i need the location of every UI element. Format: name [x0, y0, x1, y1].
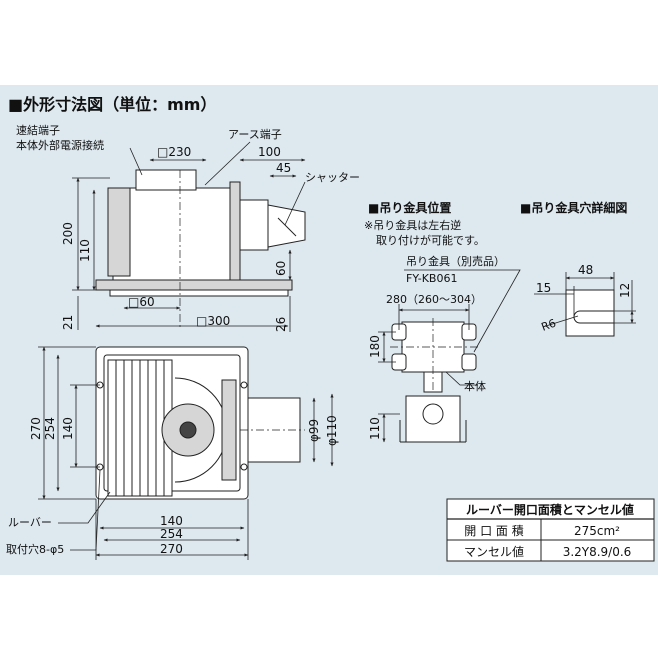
label-power-connection: 本体外部電源接続	[16, 138, 104, 152]
dim-phi110: φ110	[325, 415, 339, 446]
louver-spec-table	[446, 498, 655, 562]
louver-slats	[115, 360, 165, 496]
label-body: 本体	[464, 379, 486, 393]
hole-detail-plate	[565, 289, 615, 337]
label-shutter: シャッター	[305, 171, 360, 184]
dim-60-right: 60	[274, 261, 288, 276]
dim-230: □230	[157, 145, 191, 159]
dim-280: 280（260〜304）	[386, 293, 482, 306]
dim-48: 48	[578, 263, 593, 277]
label-mount-holes: 取付穴8-φ5	[6, 542, 64, 556]
dim-45: 45	[276, 161, 291, 175]
hanger-model: FY-KB061	[406, 272, 457, 285]
side-flange	[229, 181, 241, 281]
dim-R6: R6	[540, 317, 558, 334]
quick-terminal-box	[135, 169, 197, 191]
dim-254-vertical: 254	[43, 417, 57, 440]
hole-detail-title: ■吊り金具穴詳細図	[520, 200, 627, 215]
table-row-value: 3.2Y8.9/0.6	[563, 545, 632, 559]
dim-110: 110	[78, 239, 92, 262]
dim-21: 21	[61, 315, 75, 330]
mount-hole	[240, 463, 248, 471]
page-title: ■外形寸法図（単位：mm）	[8, 95, 216, 114]
side-body	[112, 187, 232, 281]
hanger-note-line2: 取り付けが可能です。	[376, 233, 485, 247]
dim-15: 15	[536, 281, 551, 295]
dim-200: 200	[61, 222, 75, 245]
bottom-view	[38, 346, 334, 560]
label-louver: ルーバー	[8, 516, 52, 529]
dim-140-vertical: 140	[61, 417, 75, 440]
dim-254-horizontal: 254	[160, 527, 183, 541]
mount-hole	[240, 381, 248, 389]
hanger-bracket-label: 吊り金具（別売品）	[406, 254, 505, 268]
side-terminal-block	[107, 187, 131, 277]
side-duct	[239, 199, 269, 251]
dim-270-horizontal: 270	[160, 542, 183, 556]
label-quick-terminal: 速結端子	[16, 123, 60, 137]
hanger-position-view	[378, 269, 521, 443]
hanger-note-line1: ※吊り金具は左右逆	[364, 218, 461, 232]
table-row-label: マンセル値	[464, 544, 524, 559]
hanger-position-title: ■吊り金具位置	[368, 200, 451, 215]
table-title: ルーバー開口面積とマンセル値	[466, 502, 634, 517]
dim-26: 26	[274, 317, 288, 332]
dim-sq300: □300	[196, 314, 230, 328]
dim-110-hanger: 110	[368, 417, 382, 440]
dim-270-vertical: 270	[29, 417, 43, 440]
dim-sq60: □60	[128, 295, 155, 309]
table-row-value: 275cm²	[574, 524, 620, 538]
side-ceiling-plate	[95, 279, 293, 291]
dim-180: 180	[368, 335, 382, 358]
dim-12: 12	[618, 283, 632, 298]
hole-detail-view	[534, 272, 636, 337]
side-view	[72, 141, 306, 332]
dim-100: 100	[258, 145, 281, 159]
table-row-label: 開 口 面 積	[464, 523, 523, 538]
label-earth-terminal: アース端子	[228, 128, 282, 141]
dim-140-horizontal: 140	[160, 514, 183, 528]
dim-phi99: φ99	[307, 419, 321, 442]
